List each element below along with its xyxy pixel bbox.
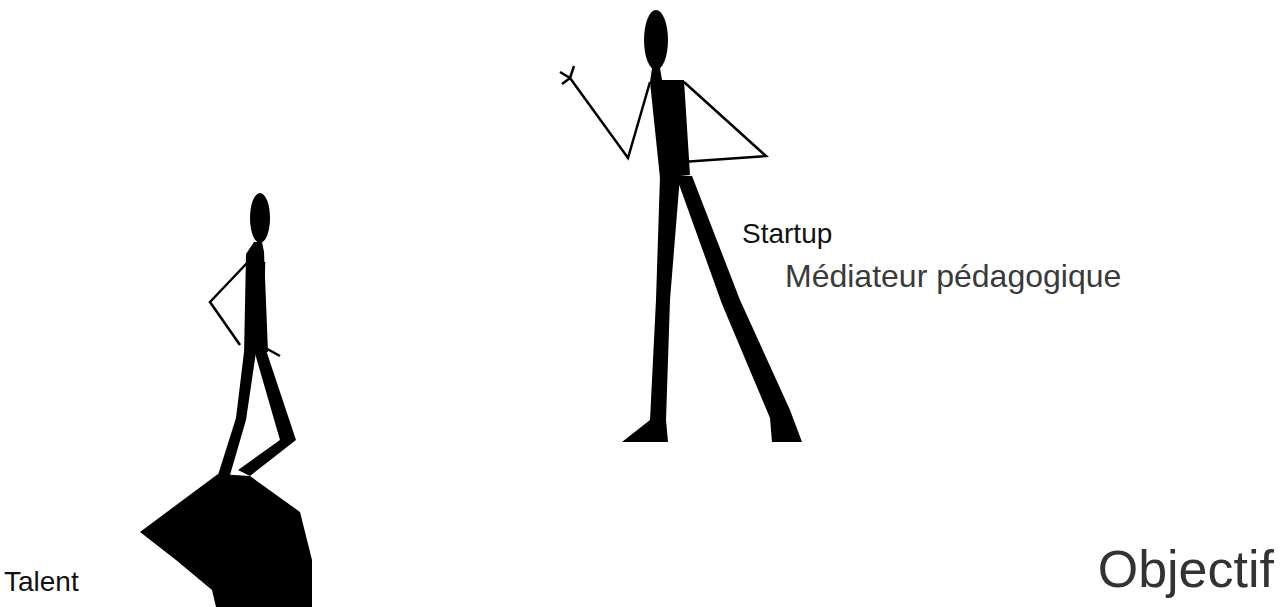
figure-head <box>644 10 668 70</box>
figure-arm <box>262 262 280 356</box>
figure-label: Talent <box>4 566 79 598</box>
figure-arm <box>210 262 248 345</box>
figure-leg <box>622 176 680 442</box>
figure-label: Startup <box>742 218 832 250</box>
figure-leg <box>676 176 802 442</box>
figure-arm <box>682 82 766 162</box>
walking-figure <box>140 193 312 607</box>
figure-arm <box>560 66 650 158</box>
role-label: Médiateur pédagogique <box>785 258 1121 295</box>
figure-shadow <box>140 474 312 607</box>
figure-body <box>244 242 268 356</box>
figure-leg <box>218 352 256 475</box>
heading-label: Objectif <box>1098 540 1274 600</box>
figure-leg <box>238 350 296 476</box>
figure-head <box>250 193 270 243</box>
